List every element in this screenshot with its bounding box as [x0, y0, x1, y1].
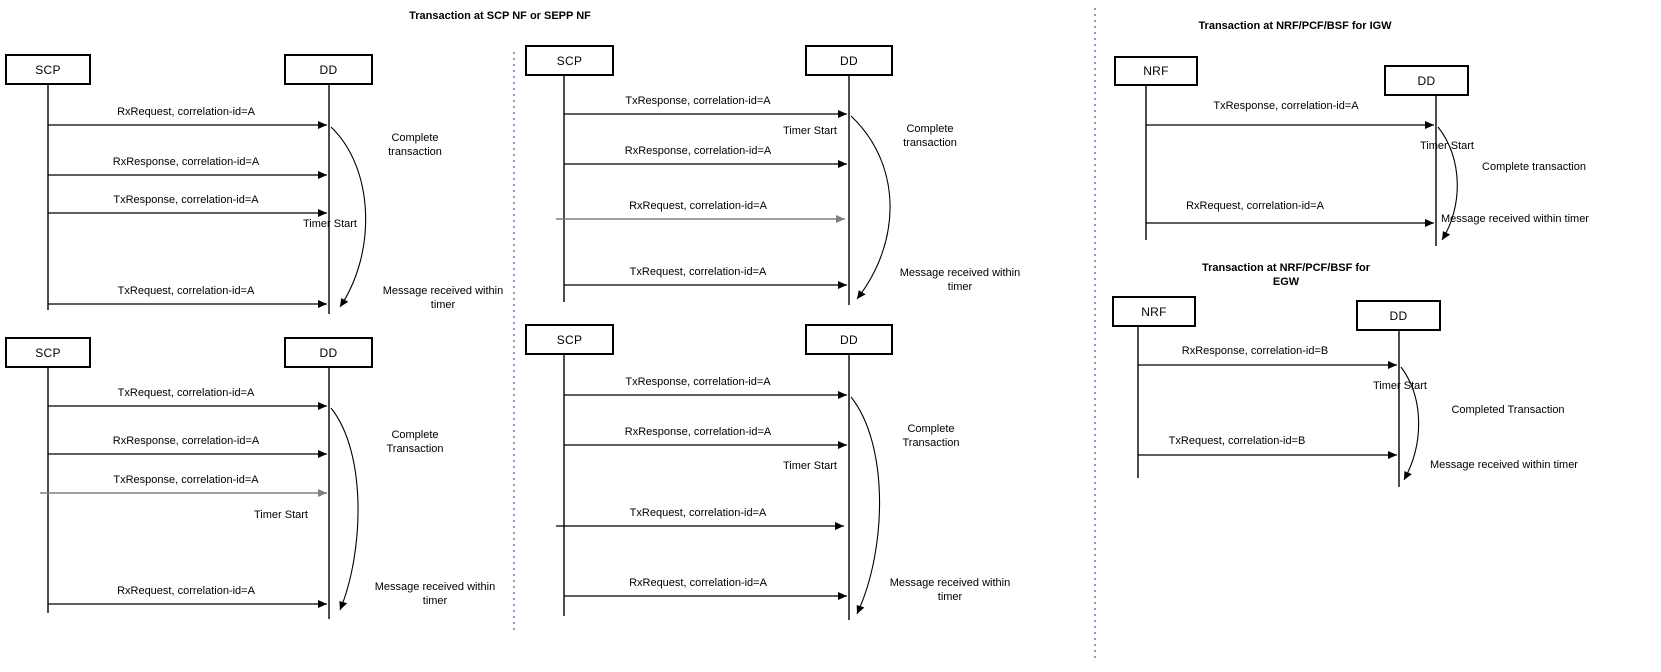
- actor-label: SCP: [556, 53, 583, 68]
- section-title-nrf-egw: Transaction at NRF/PCF/BSF for EGW: [1202, 261, 1370, 289]
- actor-label: NRF: [1143, 64, 1169, 78]
- section-title-line: Transaction at NRF/PCF/BSF for: [1201, 262, 1371, 274]
- message-label: RxRequest, correlation-id=A: [629, 200, 767, 212]
- message-received-label: Message received within timer: [383, 284, 503, 312]
- timer-start-label: Timer Start: [1420, 140, 1474, 152]
- timer-start-label: Timer Start: [1373, 380, 1427, 392]
- message-label: TxResponse, correlation-id=A: [625, 95, 771, 107]
- annotation-line: Complete: [391, 429, 439, 441]
- annotation-line: Completed Transaction: [1451, 404, 1565, 416]
- actor-label: DD: [840, 53, 858, 68]
- actor-label: DD: [319, 345, 338, 360]
- message-label: TxRequest, correlation-id=A: [117, 285, 255, 297]
- message-label: TxRequest, correlation-id=A: [629, 266, 767, 278]
- message-label: RxResponse, correlation-id=A: [112, 435, 260, 447]
- annotation-line: transaction: [388, 146, 442, 158]
- message-label: TxResponse, correlation-id=A: [1213, 100, 1359, 112]
- complete-transaction-label: Completed Transaction: [1451, 403, 1564, 417]
- message-received-label: Message received within timer: [890, 576, 1010, 604]
- section-title-line: EGW: [1272, 276, 1300, 288]
- actor-box-dd: DD: [284, 54, 373, 85]
- annotation-line: Complete: [907, 423, 955, 435]
- message-received-label: Message received within timer: [900, 266, 1020, 294]
- section-title-line: Transaction at NRF/PCF/BSF for IGW: [1198, 20, 1392, 32]
- message-label: TxRequest, correlation-id=A: [629, 507, 767, 519]
- annotation-line: Transaction: [902, 437, 960, 449]
- actor-label: DD: [319, 62, 338, 77]
- message-label: RxRequest, correlation-id=A: [629, 577, 767, 589]
- actor-box-scp: SCP: [5, 337, 91, 368]
- annotation-line: timer: [937, 591, 963, 603]
- annotation-line: Complete transaction: [1482, 161, 1586, 173]
- actor-box-scp: SCP: [525, 45, 614, 76]
- actor-label: SCP: [35, 345, 61, 360]
- message-received-label: Message received within timer: [1441, 212, 1589, 226]
- message-label: RxResponse, correlation-id=A: [112, 156, 260, 168]
- timer-start-label: Timer Start: [783, 125, 837, 137]
- complete-transaction-label: Complete transaction: [1482, 160, 1586, 174]
- transaction-span-curve: [850, 115, 891, 300]
- actor-label: DD: [1389, 308, 1408, 323]
- actor-box-scp: SCP: [5, 54, 91, 85]
- section-title-scp: Transaction at SCP NF or SEPP NF: [409, 9, 591, 23]
- annotation-line: transaction: [903, 137, 957, 149]
- complete-transaction-label: Complete transaction: [388, 131, 442, 159]
- message-label: TxRequest, correlation-id=A: [117, 387, 255, 399]
- annotation-line: Message received within: [889, 577, 1011, 589]
- message-label: RxRequest, correlation-id=A: [117, 106, 255, 118]
- annotation-line: Message received within timer: [1430, 459, 1578, 471]
- annotation-line: Message received within: [899, 267, 1021, 279]
- section-title-line: Transaction at SCP NF or SEPP NF: [409, 10, 591, 22]
- message-received-label: Message received within timer: [375, 580, 495, 608]
- actor-label: NRF: [1141, 304, 1167, 319]
- complete-transaction-label: Complete Transaction: [902, 422, 959, 450]
- transaction-span-curve: [850, 396, 881, 615]
- actor-label: DD: [840, 332, 858, 347]
- annotation-line: Message received within: [382, 285, 504, 297]
- annotation-line: Message received within timer: [1441, 213, 1589, 225]
- message-label: TxResponse, correlation-id=A: [113, 474, 259, 486]
- transaction-span-curve: [330, 407, 359, 611]
- actor-box-dd: DD: [284, 337, 373, 368]
- annotation-line: timer: [430, 299, 456, 311]
- actor-label: SCP: [556, 332, 583, 347]
- annotation-line: Message received within: [374, 581, 496, 593]
- section-title-nrf-igw: Transaction at NRF/PCF/BSF for IGW: [1198, 19, 1391, 33]
- timer-start-label: Timer Start: [783, 460, 837, 472]
- transaction-span-curve: [330, 126, 367, 308]
- actor-box-dd: DD: [1384, 65, 1469, 96]
- actor-label: SCP: [35, 62, 61, 77]
- annotation-line: Complete: [906, 123, 954, 135]
- message-label: TxRequest, correlation-id=B: [1168, 435, 1306, 447]
- transaction-span-curve: [1400, 366, 1420, 481]
- annotation-line: timer: [947, 281, 973, 293]
- timer-start-label: Timer Start: [254, 509, 308, 521]
- message-label: RxResponse, correlation-id=A: [624, 145, 772, 157]
- actor-box-nrf: NRF: [1114, 56, 1198, 86]
- actor-box-dd: DD: [805, 45, 893, 76]
- message-label: RxResponse, correlation-id=B: [1181, 345, 1329, 357]
- message-label: TxResponse, correlation-id=A: [625, 376, 771, 388]
- message-label: RxResponse, correlation-id=A: [624, 426, 772, 438]
- actor-box-dd: DD: [1356, 300, 1441, 331]
- annotation-line: timer: [422, 595, 448, 607]
- annotation-line: Complete: [391, 132, 439, 144]
- complete-transaction-label: Complete Transaction: [386, 428, 443, 456]
- complete-transaction-label: Complete transaction: [903, 122, 957, 150]
- actor-box-dd: DD: [805, 324, 893, 355]
- actor-box-nrf: NRF: [1112, 296, 1196, 327]
- message-label: RxRequest, correlation-id=A: [117, 585, 255, 597]
- message-received-label: Message received within timer: [1430, 458, 1578, 472]
- actor-label: DD: [1417, 73, 1436, 88]
- message-label: TxResponse, correlation-id=A: [113, 194, 259, 206]
- timer-start-label: Timer Start: [303, 218, 357, 230]
- actor-box-scp: SCP: [525, 324, 614, 355]
- transaction-span-curve: [1437, 126, 1458, 241]
- annotation-line: Transaction: [386, 443, 444, 455]
- message-label: RxRequest, correlation-id=A: [1186, 200, 1324, 212]
